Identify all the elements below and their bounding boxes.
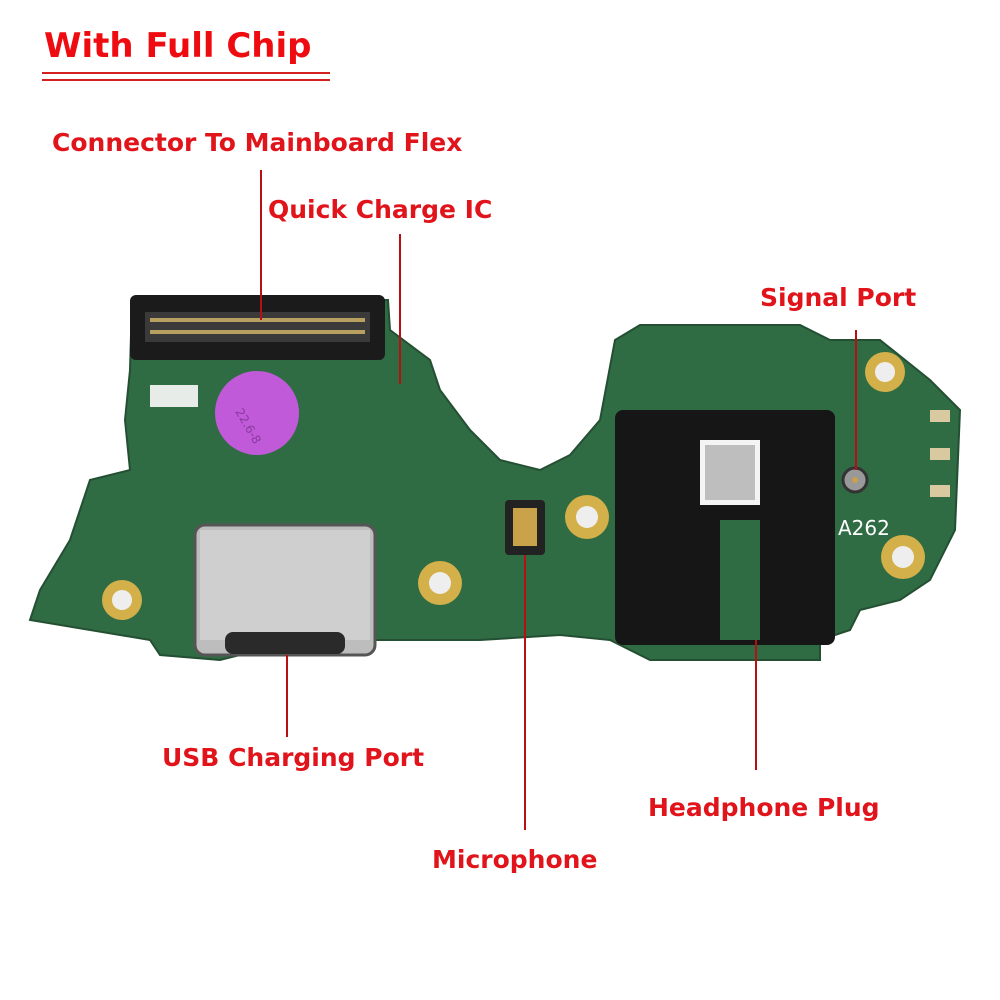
pointer-line-microphone: [524, 555, 526, 830]
pointer-line-connector: [260, 170, 262, 320]
svg-text:A262: A262: [838, 516, 890, 540]
date-sticker: [215, 371, 299, 455]
label-microphone: Microphone: [432, 845, 598, 874]
title-underline-2: [42, 79, 330, 81]
pointer-line-signal-port: [855, 330, 857, 470]
pointer-line-headphone: [755, 640, 757, 770]
label-signal-port: Signal Port: [760, 283, 917, 312]
page-title: With Full Chip: [44, 26, 312, 66]
label-headphone-plug: Headphone Plug: [648, 793, 880, 822]
label-connector: Connector To Mainboard Flex: [52, 128, 463, 157]
pointer-line-usb: [286, 655, 288, 737]
label-usb-charging-port: USB Charging Port: [162, 743, 425, 772]
label-quick-charge-ic: Quick Charge IC: [268, 195, 493, 224]
pointer-line-quick-charge: [399, 234, 401, 384]
title-underline-1: [42, 72, 330, 74]
